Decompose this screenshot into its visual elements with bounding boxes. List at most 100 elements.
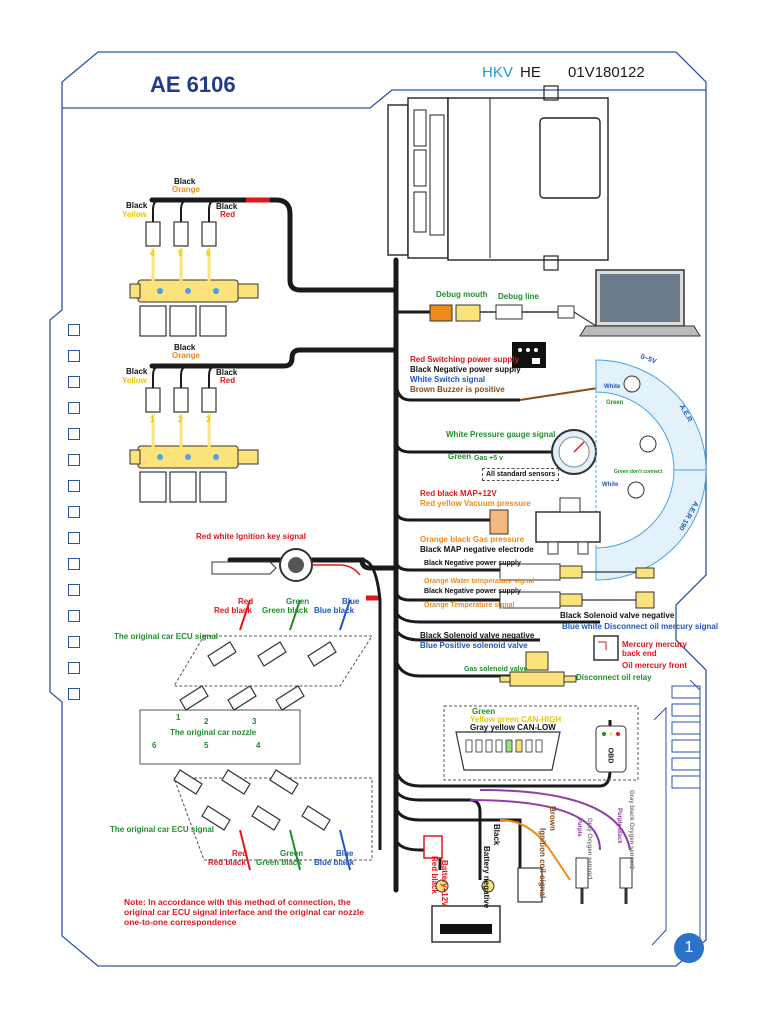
injector-number: 2 [178, 415, 183, 424]
nozzle-bot-redblack-label: Red black [208, 858, 246, 867]
nozzle-bot-green-label: Green [280, 849, 304, 858]
wire-label: Black [126, 367, 148, 376]
nozzle-bot-blue-label: Blue [336, 849, 354, 858]
model-label: HE [520, 64, 541, 81]
square-checkbox-icon[interactable] [68, 610, 80, 622]
battery-redblack-label: Red black [430, 856, 439, 894]
gas-solenoid-valve-icon [499, 651, 577, 687]
ecu-signal-bottom-label: The original car ECU signal [110, 825, 215, 834]
oxygen2-label: Gray black Oxygen sensor2 [628, 790, 634, 870]
square-checkbox-icon[interactable] [68, 662, 80, 674]
nozzle-label: The original car nozzle [170, 728, 257, 737]
water-temp-sensor-icon [499, 563, 655, 581]
gauge-green-dont-label: Green don't connect [614, 469, 663, 475]
nozzle-bot-red-label: Red [232, 849, 248, 858]
square-checkbox-icon[interactable] [68, 454, 80, 466]
wire-label: Orange [172, 185, 201, 194]
gas-blue-label: Blue Positive solenoid valve [420, 641, 528, 650]
square-checkbox-icon[interactable] [68, 506, 80, 518]
switch-red-label: Red Switching power supply [410, 355, 519, 364]
switch-white-label: White Switch signal [410, 375, 486, 384]
wire-label: Black [126, 201, 148, 210]
wire-label: Red [220, 210, 236, 219]
nozzle-bot-greenblack-label: Green black [256, 858, 302, 867]
ecu-signal-top-label: The original car ECU signal [114, 632, 219, 641]
laptop-icon [579, 269, 701, 337]
switch-black-label: Black Negative power supply [410, 365, 521, 374]
injector-number: 3 [206, 415, 211, 424]
nozzle-number: 3 [252, 717, 257, 726]
purple2-label: Purple black [616, 808, 622, 844]
wire-label: Red [220, 376, 236, 385]
wire-label: Orange [172, 351, 201, 360]
obd-grayyellow-label: Gray yellow CAN-LOW [470, 723, 556, 732]
battery-neg-label: Battery negative [482, 846, 491, 909]
map-sensor-icon [489, 497, 601, 555]
square-checkbox-icon[interactable] [68, 558, 80, 570]
gas-temp-sensor-icon [499, 591, 655, 609]
battery-plus-label: Battery+12V [440, 860, 449, 907]
square-checkbox-icon[interactable] [68, 688, 80, 700]
wire-label: Black [174, 177, 196, 186]
battery-icon [423, 835, 501, 943]
temp2-black-label: Black Negative power supply [424, 588, 521, 595]
square-checkbox-icon[interactable] [68, 636, 80, 648]
gauge-selector-ring [595, 359, 707, 581]
page-number-badge: 1 [674, 933, 704, 963]
square-checkbox-icon[interactable] [68, 376, 80, 388]
square-checkbox-icon[interactable] [68, 428, 80, 440]
gas-solenoid-label: Gas solenoid valve [464, 666, 528, 673]
wire-label: Yellow [122, 210, 147, 219]
obd-green-label: Green [472, 707, 496, 716]
injector-number: 6 [206, 249, 211, 258]
square-checkbox-icon[interactable] [68, 584, 80, 596]
coil-brown-label: Brown [548, 806, 557, 831]
nozzle-number: 2 [204, 717, 209, 726]
all-sensors-label: All standard sensors [482, 468, 560, 481]
battery-black-label: Black [492, 824, 501, 846]
nozzle-group [139, 558, 382, 871]
oxygen-sensor-icon [575, 857, 633, 904]
nozzle-greenblack-label: Green black [262, 606, 308, 615]
map-black-label: Black MAP negative electrode [420, 545, 534, 554]
temp1-orange-label: Orange Water temperature signal [424, 578, 535, 585]
ignition-key-icon [211, 548, 361, 582]
oxygen1-label: Gray Oxygen sensor1 [586, 818, 592, 881]
injector-number: 5 [178, 249, 183, 258]
square-checkbox-icon[interactable] [68, 532, 80, 544]
map-redyellow-label: Red yellow Vacuum pressure [420, 499, 531, 508]
obd-label: OBD [606, 747, 614, 764]
nozzle-blueblack-label: Blue black [314, 606, 355, 615]
injector-number: 1 [150, 415, 155, 424]
nozzle-bot-blueblack-label: Blue black [314, 858, 355, 867]
gauge-white-label: White [604, 384, 621, 390]
square-checkbox-icon[interactable] [68, 324, 80, 336]
pressure-gauge-icon [551, 429, 597, 475]
disconnect-relay-label: Disconnect oil relay [576, 673, 652, 682]
debug-line-label: Debug line [498, 292, 539, 301]
temp1-black-label: Black Negative power supply [424, 560, 521, 567]
pressure-white-label: White Pressure gauge signal [446, 430, 556, 439]
square-checkbox-icon[interactable] [68, 350, 80, 362]
nozzle-blue-label: Blue [342, 597, 360, 606]
mercury-bluewhite-label: Blue white Disconnect oil mercury signal [562, 622, 719, 631]
square-checkbox-icon[interactable] [68, 402, 80, 414]
page-title: AE 6106 [150, 72, 236, 97]
pressure-gas-label: Gas +5 v [474, 455, 503, 462]
debug-mouth-label: Debug mouth [436, 290, 488, 299]
gas-black-label: Black Solenoid valve negative [420, 631, 535, 640]
brand-label: HKV [482, 64, 513, 81]
wire-label: Black [216, 202, 238, 211]
nozzle-number: 4 [256, 741, 261, 750]
gauge-white2-label: White [602, 482, 619, 488]
injector-rail-bottom-icon [129, 365, 259, 503]
injector-rail-top-icon [129, 199, 259, 337]
solenoid-black-label: Black Solenoid valve negative [560, 611, 675, 620]
temp2-orange-label: Orange Temperature signal [424, 602, 515, 609]
purple1-label: Purple [576, 818, 582, 837]
injector-number: 4 [150, 249, 155, 258]
debug-connector-icon [429, 304, 597, 327]
switch-panel-icon [512, 342, 609, 401]
square-checkbox-icon[interactable] [68, 480, 80, 492]
